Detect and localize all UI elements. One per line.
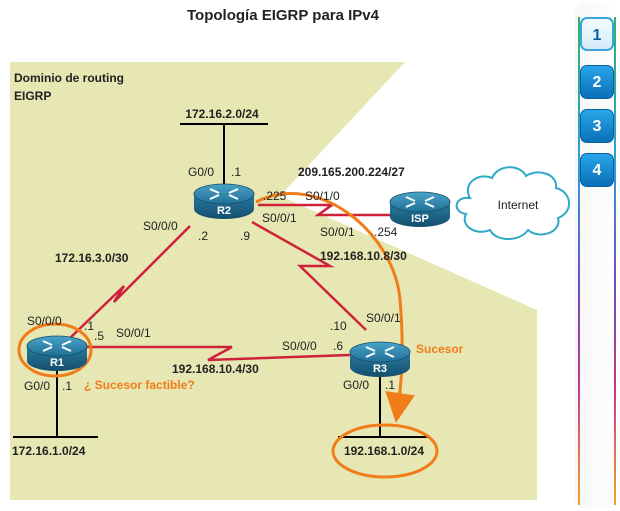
router-r2-label: R2 xyxy=(217,205,231,217)
router-isp-label: ISP xyxy=(411,213,429,225)
r1-s001-ip: .5 xyxy=(94,329,104,343)
router-r1-label: R1 xyxy=(50,357,64,369)
router-arrows-icon xyxy=(42,340,72,352)
r3-g00-ip: .1 xyxy=(385,378,395,392)
router-r3-label: R3 xyxy=(373,363,387,375)
router-r1: R1 xyxy=(26,335,88,371)
net-r1-r2: 172.16.3.0/30 xyxy=(55,251,129,265)
r3-s000-ip: .6 xyxy=(333,339,343,353)
net-r2-lan: 172.16.2.0/24 xyxy=(185,107,259,121)
domain-label-line2: EIGRP xyxy=(14,89,51,103)
link-r2-r3 xyxy=(251,220,367,331)
r3-s000-label: S0/0/0 xyxy=(282,339,317,353)
router-r2: R2 xyxy=(193,183,255,219)
link-r1-r2 xyxy=(69,225,191,339)
router-arrows-icon xyxy=(365,346,395,358)
r2-s001-ip: .9 xyxy=(240,229,250,243)
step-button-2[interactable]: 2 xyxy=(580,65,614,99)
r2-s000-ip: .2 xyxy=(198,229,208,243)
isp-s001-label: S0/0/1 xyxy=(320,225,355,239)
step-button-4[interactable]: 4 xyxy=(580,153,614,187)
net-r1-r3: 192.168.10.4/30 xyxy=(172,362,259,376)
r2-s010-label: S0/1/0 xyxy=(305,189,340,203)
eigrp-domain-area xyxy=(10,62,537,500)
step-button-3[interactable]: 3 xyxy=(580,109,614,143)
router-arrows-icon xyxy=(209,188,239,200)
diagram-title: Topología EIGRP para IPv4 xyxy=(187,7,380,24)
r1-g00-label: G0/0 xyxy=(24,379,50,393)
r3-s001-label: S0/0/1 xyxy=(366,311,401,325)
r2-g00-ip: .1 xyxy=(231,165,241,179)
r1-s000-ip: .1 xyxy=(84,319,94,333)
internet-cloud: Internet xyxy=(455,166,570,240)
r1-s001-label: S0/0/1 xyxy=(116,326,151,340)
r2-s000-label: S0/0/0 xyxy=(143,219,178,233)
r3-g00-label: G0/0 xyxy=(343,378,369,392)
navigator-rainbow-line-left xyxy=(578,17,580,505)
net-r1-lan: 172.16.1.0/24 xyxy=(12,444,86,458)
link-r1-r3 xyxy=(84,345,351,362)
net-r2-isp: 209.165.200.224/27 xyxy=(298,165,405,179)
isp-ip: .254 xyxy=(374,225,398,239)
router-r3: R3 xyxy=(349,341,411,377)
link-r2-isp xyxy=(258,203,404,217)
successor-label: Sucesor xyxy=(416,342,464,356)
r2-s010-ip: .225 xyxy=(263,189,287,203)
r3-lan-highlight-ellipse xyxy=(331,423,439,479)
r1-g00-ip: .1 xyxy=(62,379,72,393)
r2-s001-label: S0/0/1 xyxy=(262,211,297,225)
step-button-1[interactable]: 1 xyxy=(580,17,614,51)
r3-s001-ip: .10 xyxy=(330,319,347,333)
router-arrows-icon xyxy=(405,196,435,208)
domain-label-line1: Dominio de routing xyxy=(14,71,124,85)
r2-g00-label: G0/0 xyxy=(188,165,214,179)
step-navigator: 1 2 3 4 xyxy=(575,3,619,508)
r1-s000-label: S0/0/0 xyxy=(27,314,62,328)
net-r3-lan: 192.168.1.0/24 xyxy=(344,444,424,458)
r2-lan-segment xyxy=(180,123,268,190)
net-r2-r3: 192.168.10.8/30 xyxy=(320,249,407,263)
feasible-successor-label: ¿ Sucesor factible? xyxy=(84,378,195,392)
internet-label: Internet xyxy=(498,198,539,212)
r1-highlight-ellipse xyxy=(17,322,93,378)
navigator-rainbow-line-right xyxy=(614,17,616,505)
router-isp: ISP xyxy=(389,191,451,227)
